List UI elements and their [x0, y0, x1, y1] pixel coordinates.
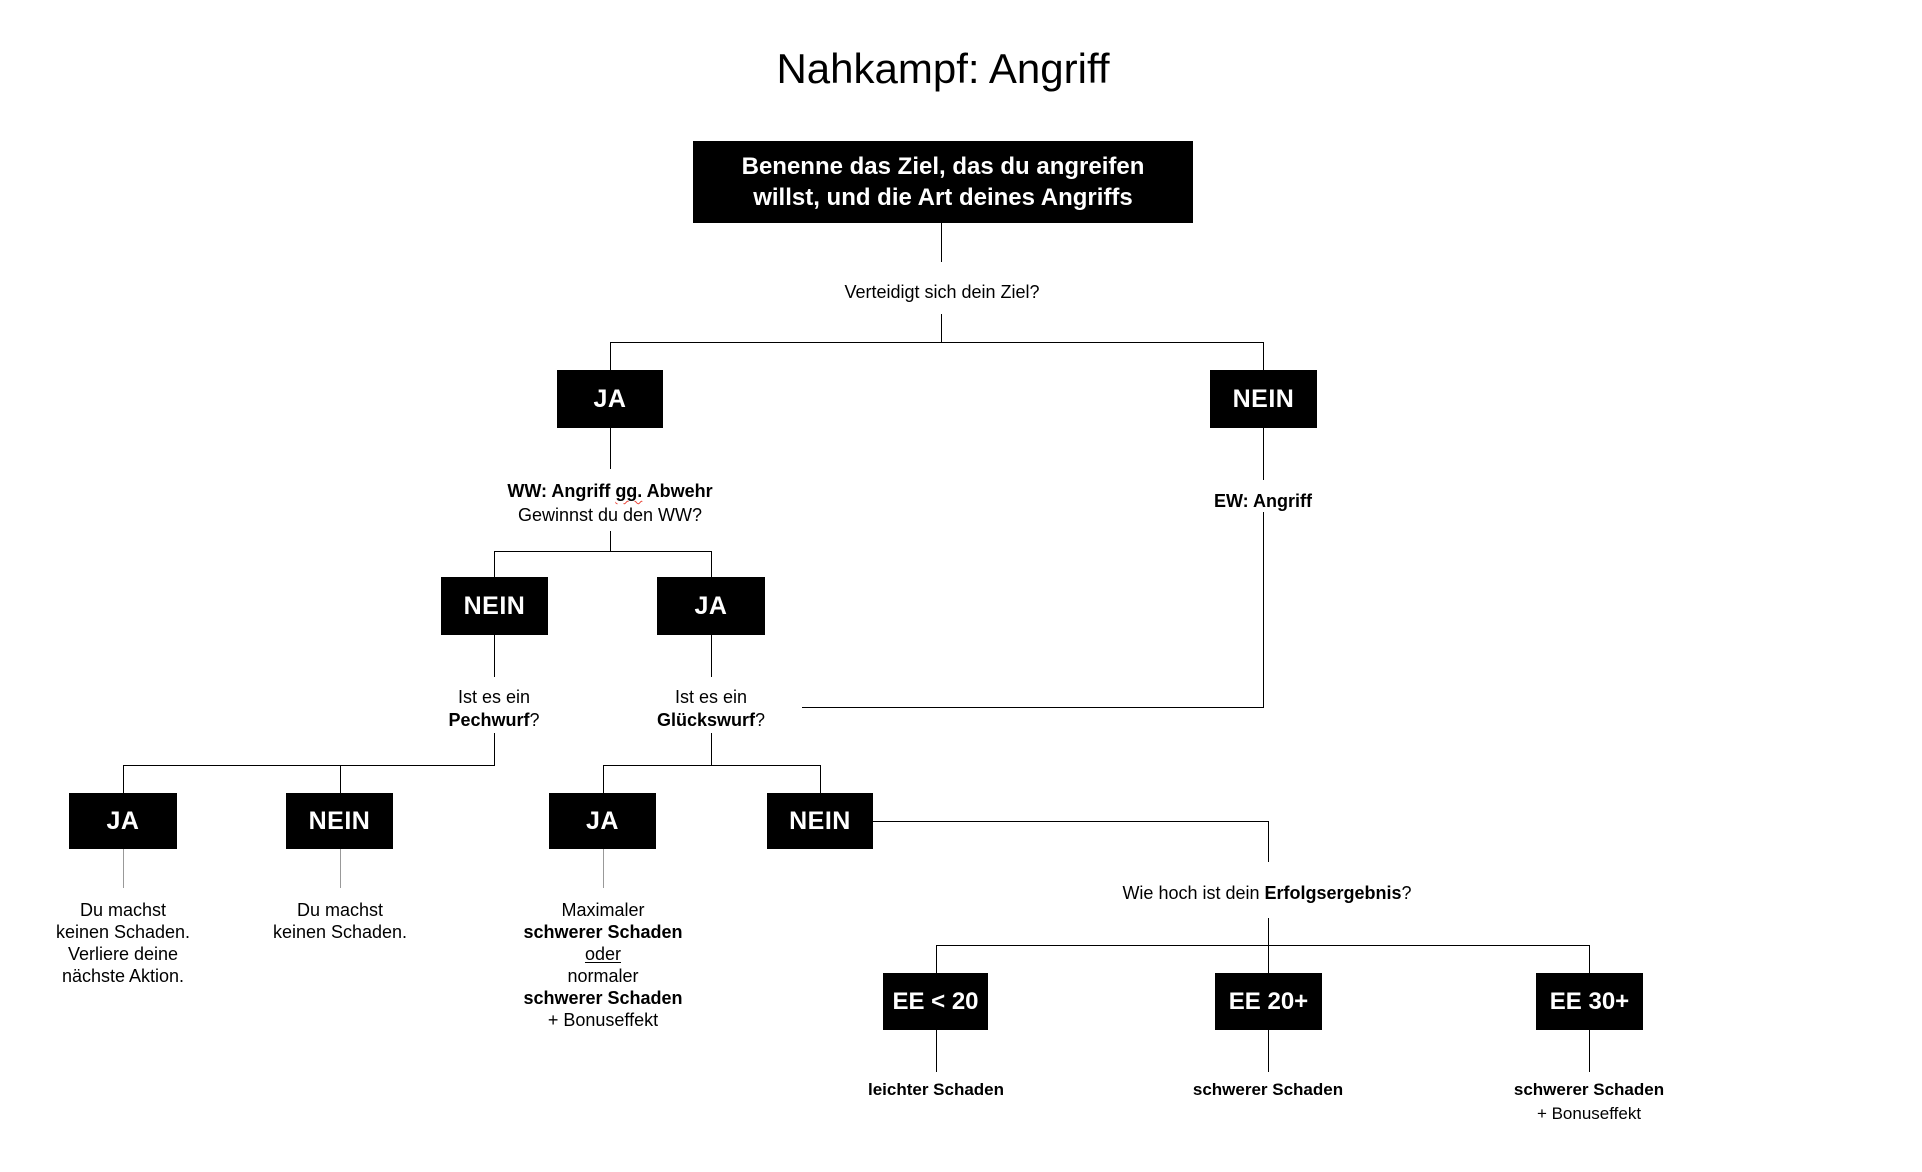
- start-box-line1: Benenne das Ziel, das du angreifen: [741, 153, 1145, 180]
- connector-split-ee-30plus: [1589, 945, 1590, 973]
- connector-split-pechwurf-no: [340, 765, 341, 793]
- result-glueckja-line1: Maximaler: [561, 900, 645, 920]
- question-defend: Verteidigt sich dein Ziel?: [844, 282, 1040, 302]
- question-ww-line1: WW: Angriff gg. Abwehr: [507, 479, 712, 503]
- question-glueckswurf-line1: Ist es ein: [674, 687, 748, 707]
- decision-box-ww-yes: JA: [657, 577, 765, 635]
- result-glueckswurf-yes: Maximaler schwerer Schaden oder normaler…: [523, 899, 682, 1031]
- connector-split-defend: [610, 342, 1263, 343]
- ww-text-misspelled: gg.: [615, 481, 643, 501]
- decision-box-defend-yes: JA: [557, 370, 663, 428]
- connector-split-ww-no: [494, 551, 495, 577]
- connector-ew-down: [1263, 512, 1264, 707]
- decision-box-ww-no: NEIN: [441, 577, 548, 635]
- result-glueckja-line3: oder: [584, 944, 622, 964]
- connector-split-erfolg: [936, 945, 1589, 946]
- start-box-line2: willst, und die Art deines Angriffs: [753, 184, 1133, 211]
- result-pechwurf-yes: Du machst keinen Schaden. Verliere deine…: [56, 899, 190, 987]
- connector-erfolg-down: [1268, 918, 1269, 945]
- ww-text-prefix: WW: Angriff: [507, 481, 616, 501]
- erfolg-qmark: ?: [1401, 883, 1412, 903]
- connector-ee-lt20-result: [936, 1030, 937, 1072]
- connector-pechja-result: [123, 849, 124, 888]
- result-pechwurf-yes-line1: Du machst: [79, 900, 167, 920]
- result-glueckja-line4: normaler: [567, 966, 639, 986]
- connector-nein2-to-pechwurf: [494, 635, 495, 677]
- result-ew-roll: EW: Angriff: [1214, 491, 1312, 511]
- result-pechwurf-yes-line3: Verliere deine: [67, 944, 179, 964]
- connector-split-pechwurf: [123, 765, 495, 766]
- result-glueckja-line2: schwerer Schaden: [523, 922, 683, 942]
- connector-split-ee-lt20: [936, 945, 937, 973]
- question-ww-roll: WW: Angriff gg. Abwehr Gewinnst du den W…: [507, 479, 712, 527]
- connector-pechnein-result: [340, 849, 341, 888]
- result-ee-lt20: leichter Schaden: [867, 1080, 1005, 1099]
- connector-ww-down: [610, 531, 611, 551]
- ww-text-suffix: Abwehr: [642, 481, 713, 501]
- ee-box-30plus: EE 30+: [1536, 973, 1643, 1030]
- connector-split-defend-no: [1263, 342, 1264, 370]
- result-ee-30plus-line1: schwerer Schaden: [1513, 1080, 1665, 1099]
- connector-split-pechwurf-yes: [123, 765, 124, 793]
- connector-gluecknein-right: [873, 821, 1268, 822]
- connector-split-glueckswurf: [603, 765, 821, 766]
- flowchart-title: Nahkampf: Angriff: [776, 45, 1110, 92]
- connector-glueckswurf-down: [711, 733, 712, 765]
- decision-box-defend-no: NEIN: [1210, 370, 1317, 428]
- result-pechwurf-no: Du machst keinen Schaden.: [273, 899, 407, 943]
- question-ww-line2: Gewinnst du den WW?: [517, 505, 703, 525]
- question-glueckswurf-line2: Glückswurf?: [657, 709, 765, 732]
- result-pechwurf-yes-line2: keinen Schaden.: [55, 922, 191, 942]
- connector-gluecknein-down: [1268, 821, 1269, 862]
- decision-box-glueckswurf-yes: JA: [549, 793, 656, 849]
- decision-box-pechwurf-yes: JA: [69, 793, 177, 849]
- ee-box-lt20: EE < 20: [883, 973, 988, 1030]
- ee-box-20plus: EE 20+: [1215, 973, 1322, 1030]
- result-pechwurf-yes-line4: nächste Aktion.: [61, 966, 185, 986]
- connector-ee-20plus-result: [1268, 1030, 1269, 1072]
- connector-split-glueckswurf-no: [820, 765, 821, 793]
- erfolg-prefix: Wie hoch ist dein: [1122, 883, 1265, 903]
- connector-glueckja-result: [603, 849, 604, 888]
- glueckswurf-word: Glückswurf: [656, 710, 756, 730]
- result-ee-30plus: schwerer Schaden + Bonuseffekt: [1514, 1078, 1664, 1126]
- connector-ja2-to-glueckswurf: [711, 635, 712, 677]
- result-ee-20plus: schwerer Schaden: [1192, 1080, 1344, 1099]
- start-box: Benenne das Ziel, das du angreifen wills…: [693, 141, 1193, 223]
- question-erfolgsergebnis: Wie hoch ist dein Erfolgsergebnis?: [1122, 882, 1411, 905]
- connector-ew-to-glueckswurf: [802, 707, 1264, 708]
- result-glueckja-line5: schwerer Schaden: [523, 988, 683, 1008]
- result-pechwurf-no-line1: Du machst: [296, 900, 384, 920]
- connector-ee-30plus-result: [1589, 1030, 1590, 1072]
- connector-pechwurf-down: [494, 733, 495, 765]
- pechwurf-word: Pechwurf: [448, 710, 530, 730]
- result-ee-30plus-line2: + Bonuseffekt: [1536, 1104, 1642, 1123]
- connector-start-to-defend: [941, 223, 942, 262]
- question-pechwurf: Ist es ein Pechwurf?: [448, 686, 539, 732]
- connector-split-ee-20plus: [1268, 945, 1269, 973]
- glueckswurf-qmark: ?: [755, 710, 766, 730]
- start-box-text: Benenne das Ziel, das du angreifen wills…: [742, 151, 1145, 213]
- decision-box-glueckswurf-no: NEIN: [767, 793, 873, 849]
- result-pechwurf-no-line2: keinen Schaden.: [272, 922, 408, 942]
- result-glueckja-line6: + Bonuseffekt: [547, 1010, 659, 1030]
- connector-split-ww: [494, 551, 712, 552]
- connector-split-glueckswurf-yes: [603, 765, 604, 793]
- connector-defend-down: [941, 314, 942, 342]
- question-pechwurf-line1: Ist es ein: [457, 687, 531, 707]
- question-pechwurf-line2: Pechwurf?: [448, 709, 539, 732]
- connector-split-ww-yes: [711, 551, 712, 577]
- connector-split-defend-yes: [610, 342, 611, 370]
- erfolg-word: Erfolgsergebnis: [1264, 883, 1402, 903]
- question-glueckswurf: Ist es ein Glückswurf?: [657, 686, 765, 732]
- connector-nein1-to-ew: [1263, 428, 1264, 480]
- decision-box-pechwurf-no: NEIN: [286, 793, 393, 849]
- pechwurf-qmark: ?: [529, 710, 540, 730]
- connector-ja1-to-ww: [610, 428, 611, 469]
